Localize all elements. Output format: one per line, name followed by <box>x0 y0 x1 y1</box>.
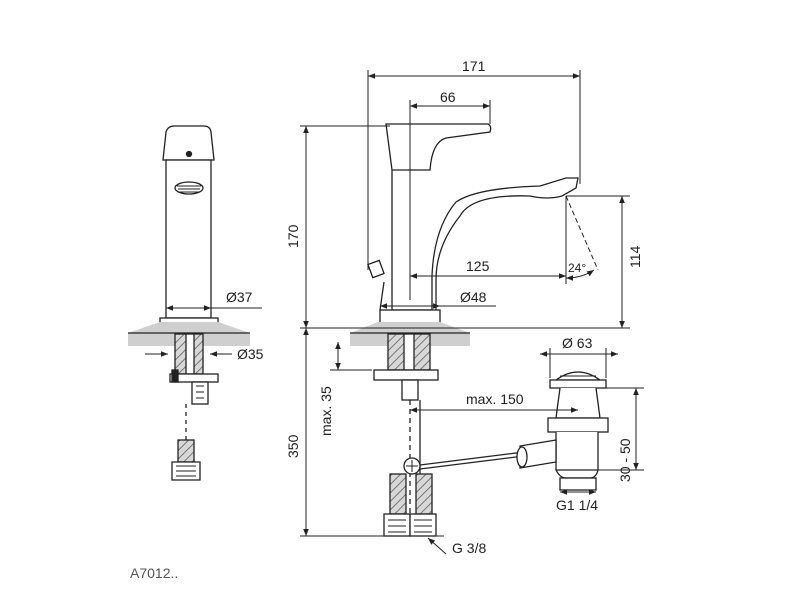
dim-spout-angle-label: 24° <box>568 261 586 275</box>
dim-hose-thread-label: G 3/8 <box>452 540 486 556</box>
dim-waste-diameter <box>540 348 618 378</box>
dim-height-label: 170 <box>285 224 301 248</box>
dim-waste-thread-label: G1 1/4 <box>556 497 598 513</box>
dim-waste-range <box>598 387 644 471</box>
waste-assembly <box>516 371 609 491</box>
dim-waste-range-label: 30 - 50 <box>617 438 633 482</box>
dim-hose-thread <box>427 537 447 555</box>
aerator <box>174 181 204 195</box>
dim-spout-angle <box>565 195 599 284</box>
dim-max-thickness-label: max. 35 <box>318 386 334 436</box>
dim-spout-reach-label: 125 <box>466 258 490 274</box>
front-view <box>128 125 250 481</box>
dim-base-diameter-label: Ø48 <box>460 289 487 305</box>
dim-height <box>300 125 630 329</box>
side-body <box>391 170 579 311</box>
dim-max-reach-label: max. 150 <box>466 391 524 407</box>
dim-waste-diameter-label: Ø 63 <box>562 335 593 351</box>
dim-total-length <box>367 70 581 270</box>
dim-spout-height <box>566 195 630 328</box>
dim-total-length-label: 171 <box>462 58 486 74</box>
front-lever <box>162 125 215 161</box>
drawing-reference: A7012.. <box>130 565 178 581</box>
dim-lever-offset <box>409 100 491 300</box>
dim-front-diameter-label: Ø37 <box>226 289 253 305</box>
dim-max-thickness <box>330 342 372 371</box>
dim-below-height <box>300 328 444 537</box>
side-lever <box>385 123 492 171</box>
dim-below-height-label: 350 <box>285 434 301 458</box>
side-view <box>350 123 579 537</box>
dim-shank-diameter-label: Ø35 <box>237 346 264 362</box>
dim-lever-offset-label: 66 <box>440 89 456 105</box>
dim-spout-height-label: 114 <box>627 245 643 268</box>
indicator-dot <box>185 150 193 158</box>
